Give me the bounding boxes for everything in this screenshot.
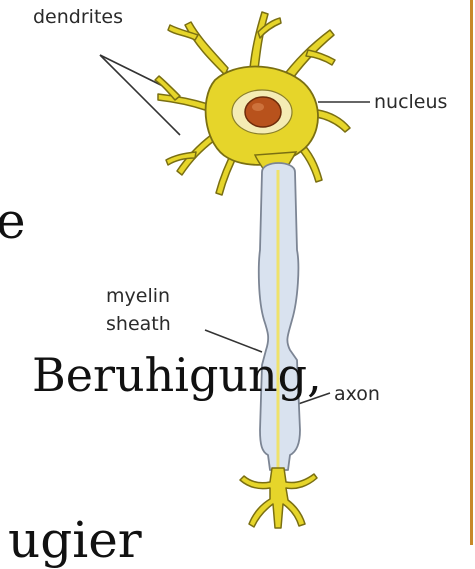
myelin-label-line2: sheath [106, 314, 171, 335]
left-fragment-text: e [0, 196, 26, 246]
neuron-diagram [0, 0, 470, 545]
nucleus-shape [245, 97, 281, 127]
bottom-fragment-text: ugier [8, 515, 142, 565]
axon-label: axon [334, 384, 380, 405]
nucleus-label: nucleus [374, 92, 447, 113]
axon-terminals-shape [240, 468, 317, 528]
dendrites-label: dendrites [33, 7, 123, 28]
myelin-label-line1: myelin [106, 286, 170, 307]
overlay-word: Beruhigung, [32, 352, 322, 398]
frame-border [470, 0, 473, 545]
